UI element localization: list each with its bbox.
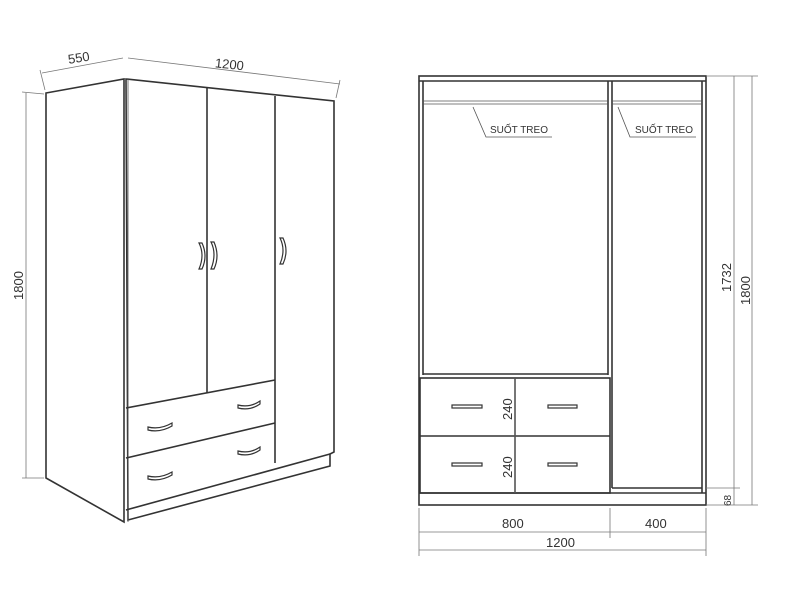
depth-dimension-line bbox=[41, 57, 124, 74]
door-handle-icon bbox=[198, 242, 206, 270]
drawer-handle-icon bbox=[237, 445, 261, 456]
right-width-label: 400 bbox=[645, 516, 667, 531]
drawer-height-label: 240 bbox=[500, 398, 515, 420]
door-handle-icon bbox=[279, 237, 287, 265]
base-line bbox=[125, 453, 331, 511]
extension-line bbox=[39, 69, 46, 91]
drawer-handle-icon bbox=[451, 462, 483, 467]
rail-label: SUỐT TREO bbox=[490, 122, 548, 136]
front-view: SUỐT TREO SUỐT TREO 240 240 1732 1800 68… bbox=[418, 75, 758, 556]
width-label: 1200 bbox=[214, 55, 244, 73]
width-dimension-line bbox=[127, 57, 341, 85]
rail-label: SUỐT TREO bbox=[635, 122, 693, 136]
height-label: 1800 bbox=[11, 271, 26, 300]
perspective-view: 550 1200 1800 bbox=[11, 49, 341, 524]
total-height-label: 1800 bbox=[738, 276, 753, 305]
drawer-handle-icon bbox=[547, 462, 578, 467]
drawer-handle-icon bbox=[237, 399, 261, 410]
drawer-middle-line bbox=[125, 422, 276, 459]
door-handle-icon bbox=[210, 241, 218, 270]
side-panel bbox=[45, 78, 125, 524]
rail-leader bbox=[617, 106, 696, 138]
outer-frame bbox=[418, 75, 707, 506]
front-face bbox=[125, 78, 335, 522]
drawer-height-label: 240 bbox=[500, 456, 515, 478]
drawer-handle-icon bbox=[451, 404, 483, 409]
drawer-top-line bbox=[125, 379, 276, 409]
inner-height-label: 1732 bbox=[719, 263, 734, 292]
rail-leader bbox=[472, 106, 552, 138]
total-width-label: 1200 bbox=[546, 535, 575, 550]
extension-line bbox=[21, 91, 45, 95]
extension-line bbox=[335, 79, 341, 99]
left-width-label: 800 bbox=[502, 516, 524, 531]
drawer-handle-icon bbox=[547, 404, 578, 409]
drawer-handle-icon bbox=[147, 470, 173, 481]
depth-label: 550 bbox=[67, 49, 91, 67]
drawer-handle-icon bbox=[147, 421, 173, 432]
base-height-label: 68 bbox=[723, 494, 734, 506]
